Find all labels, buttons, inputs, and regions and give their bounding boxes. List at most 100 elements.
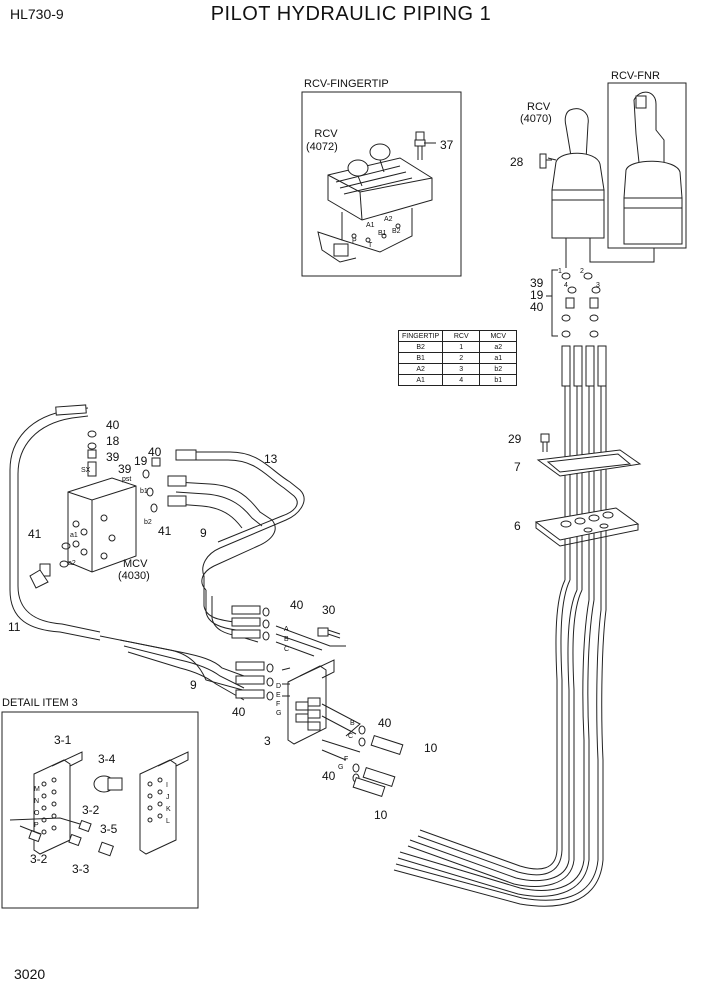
callout-11: 11 bbox=[8, 620, 21, 634]
table-cell: B1 bbox=[397, 352, 444, 364]
rcv-port-2: 2 bbox=[580, 268, 584, 275]
table-row: A2 3 b2 bbox=[397, 363, 518, 375]
detail-port-l: L bbox=[166, 818, 170, 825]
hose-9-upper bbox=[167, 475, 276, 591]
lower-port-c: C bbox=[348, 733, 354, 740]
page-title: PILOT HYDRAULIC PIPING 1 bbox=[210, 3, 492, 25]
plate-7 bbox=[536, 449, 642, 477]
hose-13 bbox=[175, 449, 305, 577]
detail-port-p: P bbox=[34, 822, 39, 829]
hose-9-lower bbox=[119, 639, 274, 701]
callout-7: 7 bbox=[514, 460, 521, 474]
callout-40-mcv: 40 bbox=[106, 418, 120, 432]
callout-29: 29 bbox=[508, 432, 522, 446]
callout-3-2-bottom: 3-2 bbox=[30, 852, 48, 866]
detail-port-n: N bbox=[34, 798, 40, 805]
block-port-c: C bbox=[284, 646, 290, 653]
table-cell: 1 bbox=[442, 341, 481, 353]
fingertip-inset-frame bbox=[301, 91, 462, 277]
mcv-port-a1: a1 bbox=[70, 532, 78, 539]
callout-39-top: 39 bbox=[118, 462, 132, 476]
table-cell: a1 bbox=[479, 352, 518, 364]
callout-40-top: 40 bbox=[148, 445, 162, 459]
callout-39-mcv: 39 bbox=[106, 450, 120, 464]
block-port-a: A bbox=[284, 626, 289, 633]
port-t: T bbox=[368, 242, 373, 249]
callout-40-lower: 40 bbox=[378, 716, 392, 730]
callout-6: 6 bbox=[514, 519, 521, 533]
table-cell: a2 bbox=[479, 341, 518, 353]
fingertip-inset-title: RCV-FINGERTIP bbox=[304, 78, 389, 90]
callout-40: 40 bbox=[530, 300, 544, 314]
callout-9-lower: 9 bbox=[190, 678, 197, 692]
port-a2: A2 bbox=[384, 216, 393, 223]
mcv-block bbox=[67, 461, 137, 573]
bolt-37 bbox=[414, 131, 436, 160]
page-number: 3020 bbox=[14, 966, 46, 982]
callout-3-4: 3-4 bbox=[98, 752, 116, 766]
rcv-fnr-joystick bbox=[623, 91, 683, 245]
detail-block-right bbox=[139, 751, 189, 855]
model-code: HL730-9 bbox=[10, 6, 64, 22]
bcfg-leaders bbox=[321, 703, 361, 761]
callout-40-dg: 40 bbox=[232, 705, 246, 719]
table-row: B2 1 a2 bbox=[397, 341, 518, 353]
port-b2: B2 bbox=[392, 228, 401, 235]
callout-3-2-top: 3-2 bbox=[82, 803, 100, 817]
mcv-port-a2: a2 bbox=[68, 560, 76, 567]
rcv-fittings bbox=[546, 269, 601, 338]
callout-3: 3 bbox=[264, 734, 271, 748]
detail-port-m: M bbox=[34, 786, 40, 793]
callout-40-abc: 40 bbox=[290, 598, 304, 612]
rcv-4070-code: (4070) bbox=[520, 113, 552, 125]
callout-30: 30 bbox=[322, 603, 336, 617]
rcv-joystick-4070 bbox=[539, 108, 605, 248]
callout-39: 39 bbox=[530, 276, 544, 290]
block-port-b: B bbox=[284, 636, 289, 643]
callout-41-right: 41 bbox=[158, 524, 172, 538]
callout-9-upper: 9 bbox=[200, 526, 207, 540]
rcv-4072-code: (4072) bbox=[306, 141, 338, 153]
table-cell: 3 bbox=[442, 363, 481, 375]
port-mapping-table: FINGERTIP RCV MCV B2 1 a2 B1 2 a1 A2 3 b… bbox=[397, 330, 518, 386]
block-port-e: E bbox=[276, 692, 281, 699]
bolt-30 bbox=[317, 627, 341, 639]
rcv-4072-caption: RCV bbox=[314, 128, 338, 140]
table-row: A1 4 b1 bbox=[397, 374, 518, 386]
fnr-inset-title: RCV-FNR bbox=[611, 70, 660, 82]
mcv-port-b2: b2 bbox=[144, 519, 152, 526]
mcv-caption: MCV bbox=[123, 558, 148, 570]
callout-28: 28 bbox=[510, 155, 524, 169]
port-p: P bbox=[352, 238, 357, 245]
abc-leaders bbox=[275, 625, 346, 657]
bolt-29 bbox=[540, 433, 550, 452]
table-row: B1 2 a1 bbox=[397, 352, 518, 364]
block-port-g: G bbox=[276, 710, 282, 717]
table-cell: B2 bbox=[397, 341, 444, 353]
rcv-port-4: 4 bbox=[564, 282, 568, 289]
block-port-f: F bbox=[276, 701, 281, 708]
rcv-port-3: 3 bbox=[596, 282, 600, 289]
table-header-row: FINGERTIP RCV MCV bbox=[397, 330, 518, 342]
detail-inset-title: DETAIL ITEM 3 bbox=[2, 697, 78, 709]
detail-port-o: O bbox=[34, 810, 40, 817]
mcv-port-sx: SX bbox=[81, 467, 91, 474]
callout-19: 19 bbox=[530, 288, 544, 302]
vertical-hose-bundle bbox=[393, 345, 607, 907]
callout-3-5: 3-5 bbox=[100, 822, 118, 836]
table-cell: b1 bbox=[479, 374, 518, 386]
fitting-11-end bbox=[29, 569, 49, 589]
plate-6 bbox=[534, 507, 640, 547]
lower-port-g: G bbox=[338, 764, 344, 771]
lower-fittings bbox=[352, 725, 404, 798]
table-header: RCV bbox=[442, 330, 481, 342]
rcv-port-1: 1 bbox=[558, 268, 562, 275]
detail-port-k: K bbox=[166, 806, 171, 813]
rcv-4070-caption: RCV bbox=[527, 101, 551, 113]
port-a1: A1 bbox=[366, 222, 375, 229]
table-cell: A2 bbox=[397, 363, 444, 375]
callout-19-top: 19 bbox=[134, 454, 148, 468]
rcv-leader-lines bbox=[565, 248, 655, 268]
callout-10-upper: 10 bbox=[424, 741, 438, 755]
